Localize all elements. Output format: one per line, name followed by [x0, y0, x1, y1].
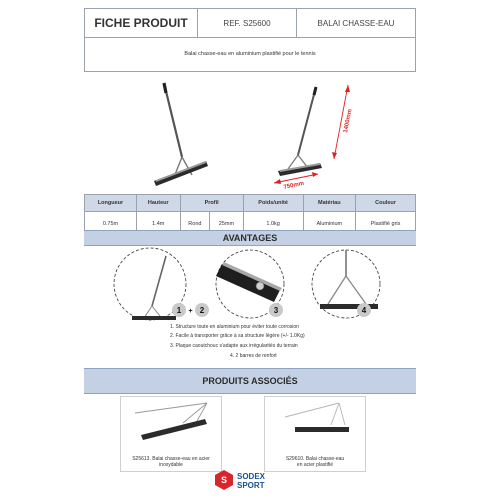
- spec-table: Longueur Hauteur Profil Poids/unité Maté…: [84, 194, 416, 237]
- advantage-item-2: 2. Facile à transporter grâce à sa struc…: [170, 333, 305, 339]
- col-color: Couleur: [355, 194, 416, 212]
- associated-product-s29610[interactable]: S29610. Balai chasse-eau en acier plasti…: [264, 396, 366, 472]
- squeegee-image-left: [154, 82, 208, 186]
- sodex-sport-logo: S SODEX SPORT: [215, 470, 266, 490]
- advantage-item-4: 4. 2 barres de renfort: [230, 353, 277, 359]
- badge-2-label: 2: [200, 306, 205, 315]
- badge-4: 4: [357, 303, 371, 317]
- associated-products-heading: PRODUITS ASSOCIÉS: [84, 368, 416, 394]
- associated-product-1-line1: S25613. Balai chasse-eau en acier: [132, 456, 210, 462]
- badge-plus-label: +: [188, 308, 192, 315]
- badge-1-label: 1: [177, 306, 182, 315]
- col-profile: Profil: [179, 194, 244, 212]
- badge-4-label: 4: [362, 306, 367, 315]
- squeegee-steel-image: [134, 402, 208, 440]
- advantages-illustrations: 1 + 2 3 4: [113, 247, 381, 321]
- width-dimension-arrow: 750mm: [273, 172, 319, 191]
- advantage-item-1: 1. Structure toute en aluminium pour évi…: [170, 324, 299, 330]
- col-weight: Poids/unité: [242, 194, 304, 212]
- product-description: Balai chasse-eau en aluminium plastifié …: [84, 37, 416, 72]
- associated-product-2-line1: S29610. Balai chasse-eau: [285, 456, 345, 462]
- product-images: 1400mm 750mm: [154, 82, 354, 191]
- advantage-item-3: 3. Plaque caoutchouc s'adapte aux irrégu…: [170, 343, 298, 349]
- associated-product-s25613[interactable]: S25613. Balai chasse-eau en acier inoxyd…: [120, 396, 222, 472]
- svg-text:S: S: [221, 475, 227, 485]
- squeegee-plastic-image: [284, 402, 349, 432]
- product-name: BALAI CHASSE-EAU: [317, 18, 395, 28]
- badge-3: 3: [269, 303, 283, 317]
- product-reference: REF. S25600: [198, 9, 297, 37]
- squeegee-image-right: [278, 86, 322, 176]
- illustration-rubber-blade: [215, 249, 285, 319]
- logo-line2: SPORT: [237, 481, 265, 490]
- product-sheet: FICHE PRODUIT REF. S25600 BALAI CHASSE-E…: [84, 8, 416, 492]
- header-row: FICHE PRODUIT REF. S25600 BALAI CHASSE-E…: [84, 8, 416, 38]
- page-title: FICHE PRODUIT: [85, 9, 198, 37]
- associated-product-2-line2: en acier plastifié: [296, 462, 334, 468]
- advantages-heading: AVANTAGES: [84, 230, 416, 246]
- col-height: Hauteur: [135, 194, 181, 212]
- col-material: Matériau: [302, 194, 357, 212]
- width-dimension-label: 750mm: [283, 181, 304, 191]
- height-dimension-label: 1400mm: [343, 109, 353, 134]
- badge-3-label: 3: [274, 306, 279, 315]
- badge-1-plus-2: 1 + 2: [172, 303, 209, 317]
- col-length: Longueur: [84, 194, 137, 212]
- illustration-full-squeegee: [113, 247, 187, 321]
- spec-header-row: Longueur Hauteur Profil Poids/unité Maté…: [84, 194, 416, 212]
- associated-products: S25613. Balai chasse-eau en acier inoxyd…: [84, 388, 416, 473]
- height-dimension-arrow: 1400mm: [332, 84, 354, 160]
- associated-product-1-line2: inoxydable: [159, 462, 183, 468]
- logo-line1: SODEX: [237, 472, 266, 481]
